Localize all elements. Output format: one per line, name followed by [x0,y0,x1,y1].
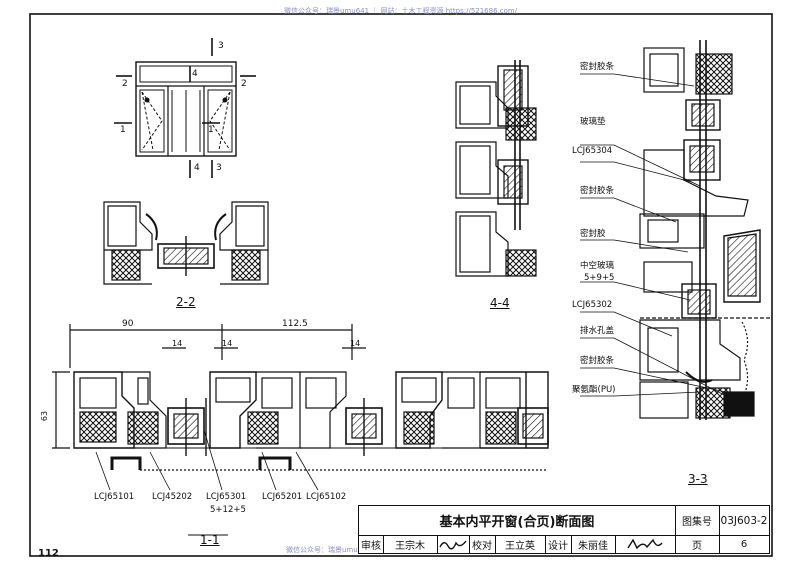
page-label: 页 [692,540,702,552]
page-number: 112 [38,548,59,559]
label-lcj65301: LCJ65301 [206,492,247,502]
label-glass-pad: 玻璃垫 [580,117,606,127]
review-signature-mark [439,540,467,550]
label-lcj65101: LCJ65101 [94,492,135,502]
label-sealing-strip-1: 密封胶条 [580,62,615,72]
dim-112-5: 112.5 [282,319,308,329]
label-lcj65304: LCJ65304 [572,146,613,156]
label-lcj45202: LCJ45202 [152,492,193,502]
check-label: 校对 [472,540,492,552]
section-1-1 [52,324,549,491]
cut-marker-4-bottom: 4 [194,163,200,173]
label-drain-cover: 排水孔盖 [580,326,615,336]
label-pu-foam: 聚氨酯(PU) [572,385,616,395]
cut-marker-1-left: 1 [120,125,126,135]
page-no: 6 [740,538,748,550]
label-insulating-glass: 中空玻璃 [580,261,615,271]
label-lcj65102: LCJ65102 [306,492,347,502]
atlas-no-label: 图集号 [682,517,712,528]
label-lcj65302: LCJ65302 [572,300,613,310]
leaders-3-3 [580,73,731,399]
drawing-title: 基本内平开窗(合页)断面图 [439,515,595,530]
label-sealing-strip-3: 密封胶条 [580,356,615,366]
check-name: 王立英 [505,540,535,552]
cut-marker-1-right: 1 [208,125,214,135]
label-sealing-strip-2: 密封胶条 [580,186,615,196]
watermark-top: 微信公众号：瑞景umu641 ｜ 网站：土木工程资源 https://52168… [284,7,518,15]
sheet-border [29,13,773,557]
dim-14-b: 14 [222,339,233,348]
section-title-2-2: 2-2 [176,295,196,309]
cut-marker-2-left: 2 [122,79,128,89]
atlas-no: 03J603-2 [720,514,768,527]
label-glass-5-12-5: 5+12+5 [210,505,246,515]
label-glass-spec: 5+9+5 [584,273,615,283]
section-2-2 [103,201,269,285]
section-title-3-3: 3-3 [688,472,708,486]
label-lcj65201: LCJ65201 [262,492,303,502]
review-signature [437,535,469,553]
dim-14-a: 14 [172,339,183,348]
dim-90: 90 [122,319,134,329]
cut-marker-4-top: 4 [192,69,198,79]
label-sealant: 密封胶 [580,229,606,239]
dim-63: 63 [40,410,50,422]
section-3-3 [639,40,770,420]
title-block: 基本内平开窗(合页)断面图 图集号 03J603-2 审核 王宗木 校对 王立英… [358,505,770,554]
review-label: 审核 [361,540,381,552]
cut-marker-2-right: 2 [241,79,247,89]
design-label: 设计 [548,540,568,552]
dim-14-c: 14 [350,339,361,348]
design-signature [615,535,675,553]
cut-marker-3-bottom: 3 [216,163,222,173]
review-name: 王宗木 [395,540,425,552]
design-signature-mark [627,538,663,550]
section-title-1-1: 1-1 [200,533,220,547]
window-elevation [114,38,256,178]
design-name: 朱丽佳 [578,540,608,552]
cut-marker-3-top: 3 [218,41,224,51]
section-title-4-4: 4-4 [490,296,510,310]
section-4-4 [455,60,537,277]
